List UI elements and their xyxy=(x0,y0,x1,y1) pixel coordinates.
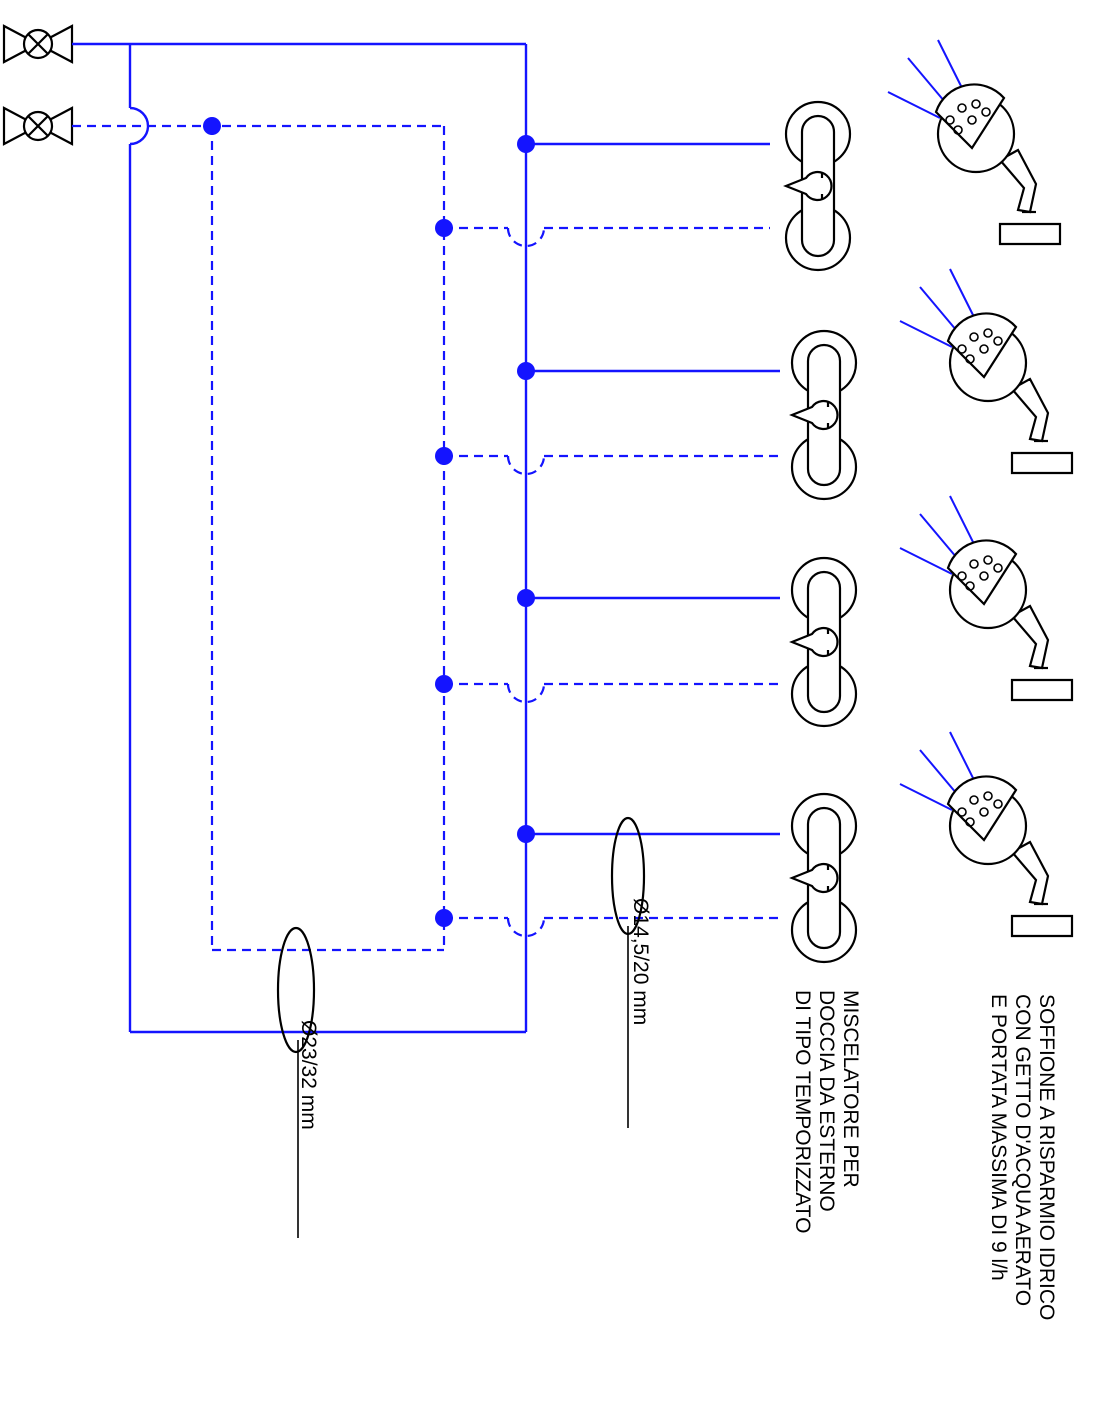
branch-4 xyxy=(435,825,780,938)
shutoff-valve-icon[interactable] xyxy=(2,24,74,64)
mixer-valve-icon[interactable] xyxy=(789,329,858,501)
mixer-label-line-3: DI TIPO TEMPORIZZATO xyxy=(791,990,814,1233)
pipe-main-label: Ø23/32 mm xyxy=(297,1020,320,1130)
junction-node-icon xyxy=(517,135,535,153)
junction-node-icon xyxy=(435,909,453,927)
junction-node-icon xyxy=(435,675,453,693)
shower-head-icon xyxy=(899,268,1074,475)
shower-label-line-2: CON GETTO D'ACQUA AERATO xyxy=(1011,994,1034,1306)
junction-node-icon xyxy=(203,117,221,135)
branch-2 xyxy=(435,362,780,476)
junction-node-icon xyxy=(517,825,535,843)
junction-node-icon xyxy=(435,219,453,237)
secondary-supply-line xyxy=(72,124,446,952)
branch-3 xyxy=(435,589,780,704)
mixer-label-line-2: DOCCIA DA ESTERNO xyxy=(815,990,838,1212)
mixer-label-line-1: MISCELATORE PER xyxy=(839,990,862,1188)
mixer-label: MISCELATORE PER DOCCIA DA ESTERNO DI TIP… xyxy=(791,990,862,1233)
shower-label-line-3: E PORTATA MASSIMA DI 9 l/h xyxy=(987,994,1010,1281)
shutoff-valve-icon[interactable] xyxy=(2,106,74,146)
junction-node-icon xyxy=(517,589,535,607)
mixer-valve-icon[interactable] xyxy=(783,100,852,272)
shower-head-icon xyxy=(899,495,1074,702)
mixer-valve-icon[interactable] xyxy=(789,792,858,964)
main-supply-line xyxy=(72,42,528,1034)
shower-label-line-1: SOFFIONE A RISPARMIO IDRICO xyxy=(1035,994,1058,1320)
shower-head-icon xyxy=(899,731,1074,938)
mixer-valve-icon[interactable] xyxy=(789,556,858,728)
pipe-branch-label: Ø14,5/20 mm xyxy=(629,898,652,1025)
pipe-callout-main: Ø23/32 mm xyxy=(276,926,320,1238)
shower-head-icon xyxy=(887,39,1062,246)
shower-label: SOFFIONE A RISPARMIO IDRICO CON GETTO D'… xyxy=(987,994,1058,1320)
branch-1 xyxy=(435,135,770,248)
junction-node-icon xyxy=(435,447,453,465)
pipe-callout-branch: Ø14,5/20 mm xyxy=(610,816,652,1128)
junction-node-icon xyxy=(517,362,535,380)
